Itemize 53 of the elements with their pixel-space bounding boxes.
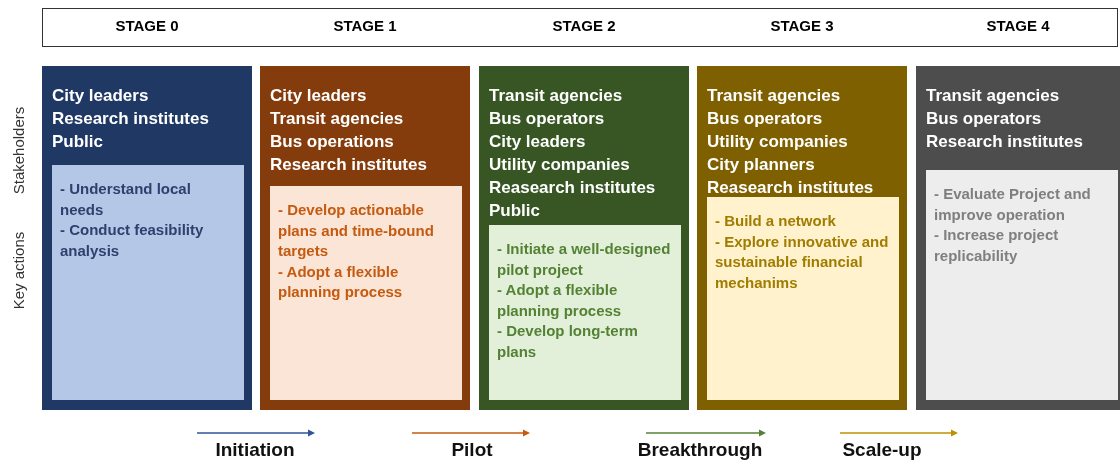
stakeholder-name: City leaders <box>489 131 587 153</box>
stakeholder-name: Transit agencies <box>489 85 624 107</box>
action-item: - Develop actionable plans and time-bound targets <box>278 200 435 261</box>
key-actions-box <box>707 197 899 400</box>
phase-label: Scale-up <box>841 439 923 461</box>
action-item: - Evaluate Project and improve operation <box>934 184 1092 225</box>
stakeholder-name: Transit agencies <box>707 85 842 107</box>
stage-panel <box>916 66 1120 410</box>
stakeholder-name: Research institutes <box>270 154 428 176</box>
stage-panel <box>697 66 907 410</box>
action-item: - Increase project replicability <box>934 225 1060 266</box>
stakeholder-name: Bus operations <box>270 131 395 153</box>
stakeholder-name: Utility companies <box>489 154 631 176</box>
action-item: - Adopt a flexible planning process <box>278 261 404 302</box>
stakeholder-name: City leaders <box>270 85 368 107</box>
stakeholder-name: Reasearch institutes <box>707 177 875 199</box>
stakeholder-name: Reasearch institutes <box>489 177 657 199</box>
key-actions-box <box>489 225 681 400</box>
stakeholder-name: Utility companies <box>707 131 849 153</box>
action-item: - Develop long-term plans <box>497 321 639 362</box>
stakeholder-name: Bus operators <box>489 108 606 130</box>
stage-heading: STAGE 1 <box>332 17 398 34</box>
stakeholder-name: Public <box>489 200 541 222</box>
stakeholder-name: Transit agencies <box>926 85 1061 107</box>
stage-panel <box>260 66 470 410</box>
stakeholder-name: Research institutes <box>926 131 1084 153</box>
key-actions-box <box>926 170 1118 400</box>
action-item: - Explore innovative and sustainable financial mechanims <box>715 231 890 293</box>
stakeholder-name: Public <box>52 131 104 153</box>
stage-heading: STAGE 3 <box>769 17 835 34</box>
stakeholder-name: Bus operators <box>707 108 824 130</box>
stage-heading: STAGE 2 <box>551 17 617 34</box>
action-item: - Build a network <box>715 211 837 231</box>
key-actions-box <box>270 186 462 400</box>
key-actions-box <box>52 165 244 400</box>
phase-label: Breakthrough <box>636 439 764 461</box>
stage-heading: STAGE 4 <box>985 17 1051 34</box>
row-label: Key actions <box>9 230 27 312</box>
action-item: - Initiate a well-designed pilot project <box>497 239 672 280</box>
stage-panel <box>479 66 689 410</box>
phase-label: Initiation <box>214 439 296 461</box>
stage-heading: STAGE 0 <box>114 17 180 34</box>
row-label: Stakeholders <box>9 105 27 197</box>
action-item: - Adopt a flexible planning process <box>497 280 623 321</box>
stakeholder-name: City leaders <box>52 85 150 107</box>
stage-panel <box>42 66 252 410</box>
stakeholder-name: Bus operators <box>926 108 1043 130</box>
stakeholder-name: City planners <box>707 154 816 176</box>
stakeholder-name: Transit agencies <box>270 108 405 130</box>
action-item: - Conduct feasibility analysis <box>60 220 205 261</box>
stakeholder-name: Research institutes <box>52 108 210 130</box>
phase-label: Pilot <box>450 439 494 461</box>
action-item: - Understand local needs <box>60 179 192 220</box>
